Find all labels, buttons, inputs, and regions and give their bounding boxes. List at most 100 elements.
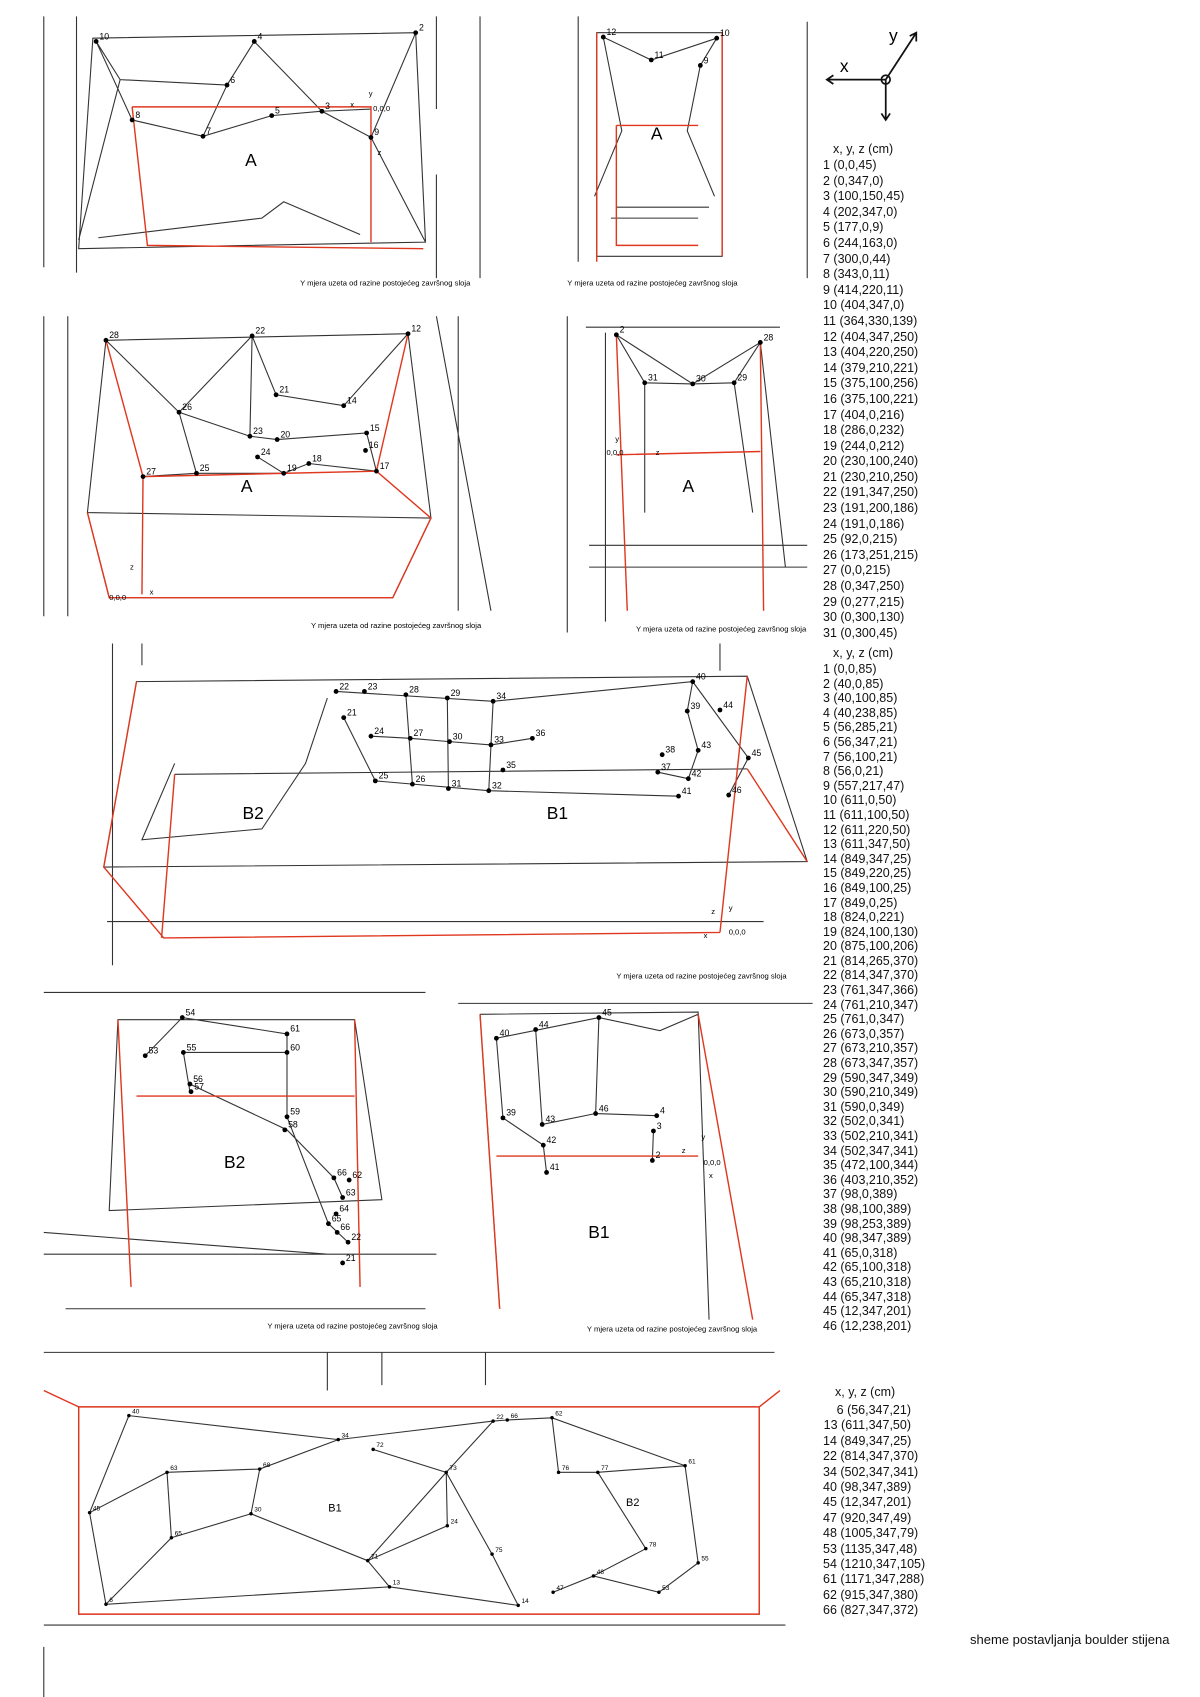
point-marker <box>642 380 648 386</box>
point-label: 37 <box>661 762 671 772</box>
point-marker <box>444 1470 448 1475</box>
zone-label: B2 <box>626 1497 639 1509</box>
list-item: 22 (814,347,370) <box>823 1449 919 1464</box>
list-item: 9 (557,217,47) <box>823 778 905 793</box>
point-label: 33 <box>494 735 504 745</box>
point-marker <box>87 1510 92 1515</box>
point-label: 63 <box>170 1465 178 1472</box>
point-label: 25 <box>379 771 389 781</box>
point-marker <box>596 1015 602 1020</box>
point-label: 47 <box>556 1585 564 1592</box>
point-marker <box>371 1447 375 1452</box>
point-marker <box>387 1585 392 1589</box>
point-label: 29 <box>451 688 461 698</box>
list-item: 5 (177,0,9) <box>823 220 884 235</box>
point-marker <box>683 1464 687 1468</box>
zone-label: A <box>245 150 257 170</box>
point-label: 16 <box>369 440 379 450</box>
point-label: 34 <box>496 691 506 701</box>
point-marker <box>684 708 690 714</box>
point-marker <box>187 1081 193 1087</box>
list-item: 40 (98,347,389) <box>823 1480 912 1495</box>
point-marker <box>340 1195 346 1200</box>
coordinate-list-b: x, y, z (cm)1 (0,0,85)2 (40,0,85)3 (40,1… <box>823 646 918 1333</box>
point-label: 31 <box>452 778 462 788</box>
list-item: 13 (611,347,50) <box>823 1418 911 1433</box>
coordinate-list-wall: x, y, z (cm)6 (56,347,21)13 (611,347,50)… <box>823 1385 926 1619</box>
point-marker <box>407 735 413 741</box>
list-item: 2 (40,0,85) <box>823 676 884 691</box>
point-marker <box>368 733 374 739</box>
point-marker <box>410 781 415 787</box>
list-item: 27 (673,210,357) <box>823 1041 919 1056</box>
point-label: 27 <box>414 728 424 738</box>
point-label: 65 <box>175 1531 183 1538</box>
list-item: 28 (673,347,357) <box>823 1056 919 1071</box>
list-item: 25 (92,0,215) <box>823 532 898 547</box>
point-marker <box>413 30 419 36</box>
point-marker <box>334 1229 340 1235</box>
point-label: 34 <box>342 1432 350 1439</box>
point-marker <box>613 332 619 338</box>
point-label: 28 <box>409 685 419 695</box>
point-label: 3 <box>657 1121 662 1131</box>
point-label: 42 <box>547 1135 557 1145</box>
point-marker <box>165 1470 169 1475</box>
point-label: 78 <box>649 1541 657 1548</box>
axis-label: x <box>150 587 154 596</box>
point-marker <box>284 1114 290 1120</box>
point-marker <box>491 1419 495 1423</box>
point-marker <box>200 133 206 139</box>
list-item: 21 (814,265,370) <box>823 953 919 968</box>
point-marker <box>284 1031 290 1037</box>
point-label: 59 <box>290 1107 300 1117</box>
axis-label: z <box>711 907 715 916</box>
sheet-caption: sheme postavljanja boulder stijena <box>970 1632 1170 1647</box>
point-marker <box>103 337 109 343</box>
list-item: 7 (56,100,21) <box>823 749 898 764</box>
point-marker <box>363 448 368 453</box>
point-label: 24 <box>374 726 384 736</box>
point-marker <box>365 1558 370 1563</box>
point-label: 60 <box>290 1042 300 1052</box>
point-label: 24 <box>261 447 271 457</box>
list-item: 38 (98,100,389) <box>823 1201 912 1216</box>
list-item: 6 (56,347,21) <box>823 734 898 749</box>
point-label: 44 <box>723 700 733 710</box>
axis-label: 0,0,0 <box>607 448 624 457</box>
point-label: 73 <box>449 1465 457 1472</box>
list-item: 10 (611,0,50) <box>823 793 897 808</box>
axis-label: z <box>378 148 382 157</box>
point-marker <box>176 409 182 415</box>
list-item: 46 (12,238,201) <box>823 1318 912 1333</box>
point-label: 7 <box>206 126 211 136</box>
point-label: 35 <box>506 760 516 770</box>
point-label: 12 <box>411 324 421 334</box>
list-item: 14 (379,210,221) <box>823 360 919 375</box>
axis-label: y <box>729 904 733 913</box>
point-label: 40 <box>500 1028 510 1038</box>
point-label: 30 <box>696 374 706 384</box>
list-item: 45 (12,347,201) <box>823 1495 912 1510</box>
point-label: 28 <box>764 332 774 342</box>
point-label: 20 <box>280 429 290 439</box>
zone-label: A <box>683 476 695 496</box>
list-item: 27 (0,0,215) <box>823 563 891 578</box>
coordinate-list-a: x, y, z (cm)1 (0,0,45)2 (0,347,0)3 (100,… <box>823 142 918 641</box>
list-item: 8 (343,0,11) <box>823 267 890 282</box>
point-marker <box>486 788 492 794</box>
view-note: Y mjera uzeta od razine postojećeg završ… <box>567 279 738 288</box>
point-label: 29 <box>737 373 747 383</box>
list-item: 4 (202,347,0) <box>823 204 898 219</box>
view-note: Y mjera uzeta od razine postojećeg završ… <box>616 971 787 980</box>
point-marker <box>362 689 367 694</box>
list-item: 54 (1210,347,105) <box>823 1557 926 1572</box>
list-item: 23 (761,347,366) <box>823 983 919 998</box>
zone-label: A <box>651 124 663 144</box>
list-item: 9 (414,220,11) <box>823 282 904 297</box>
point-marker <box>180 1050 186 1055</box>
axis-label: y <box>369 89 373 98</box>
point-label: 5 <box>275 105 280 115</box>
